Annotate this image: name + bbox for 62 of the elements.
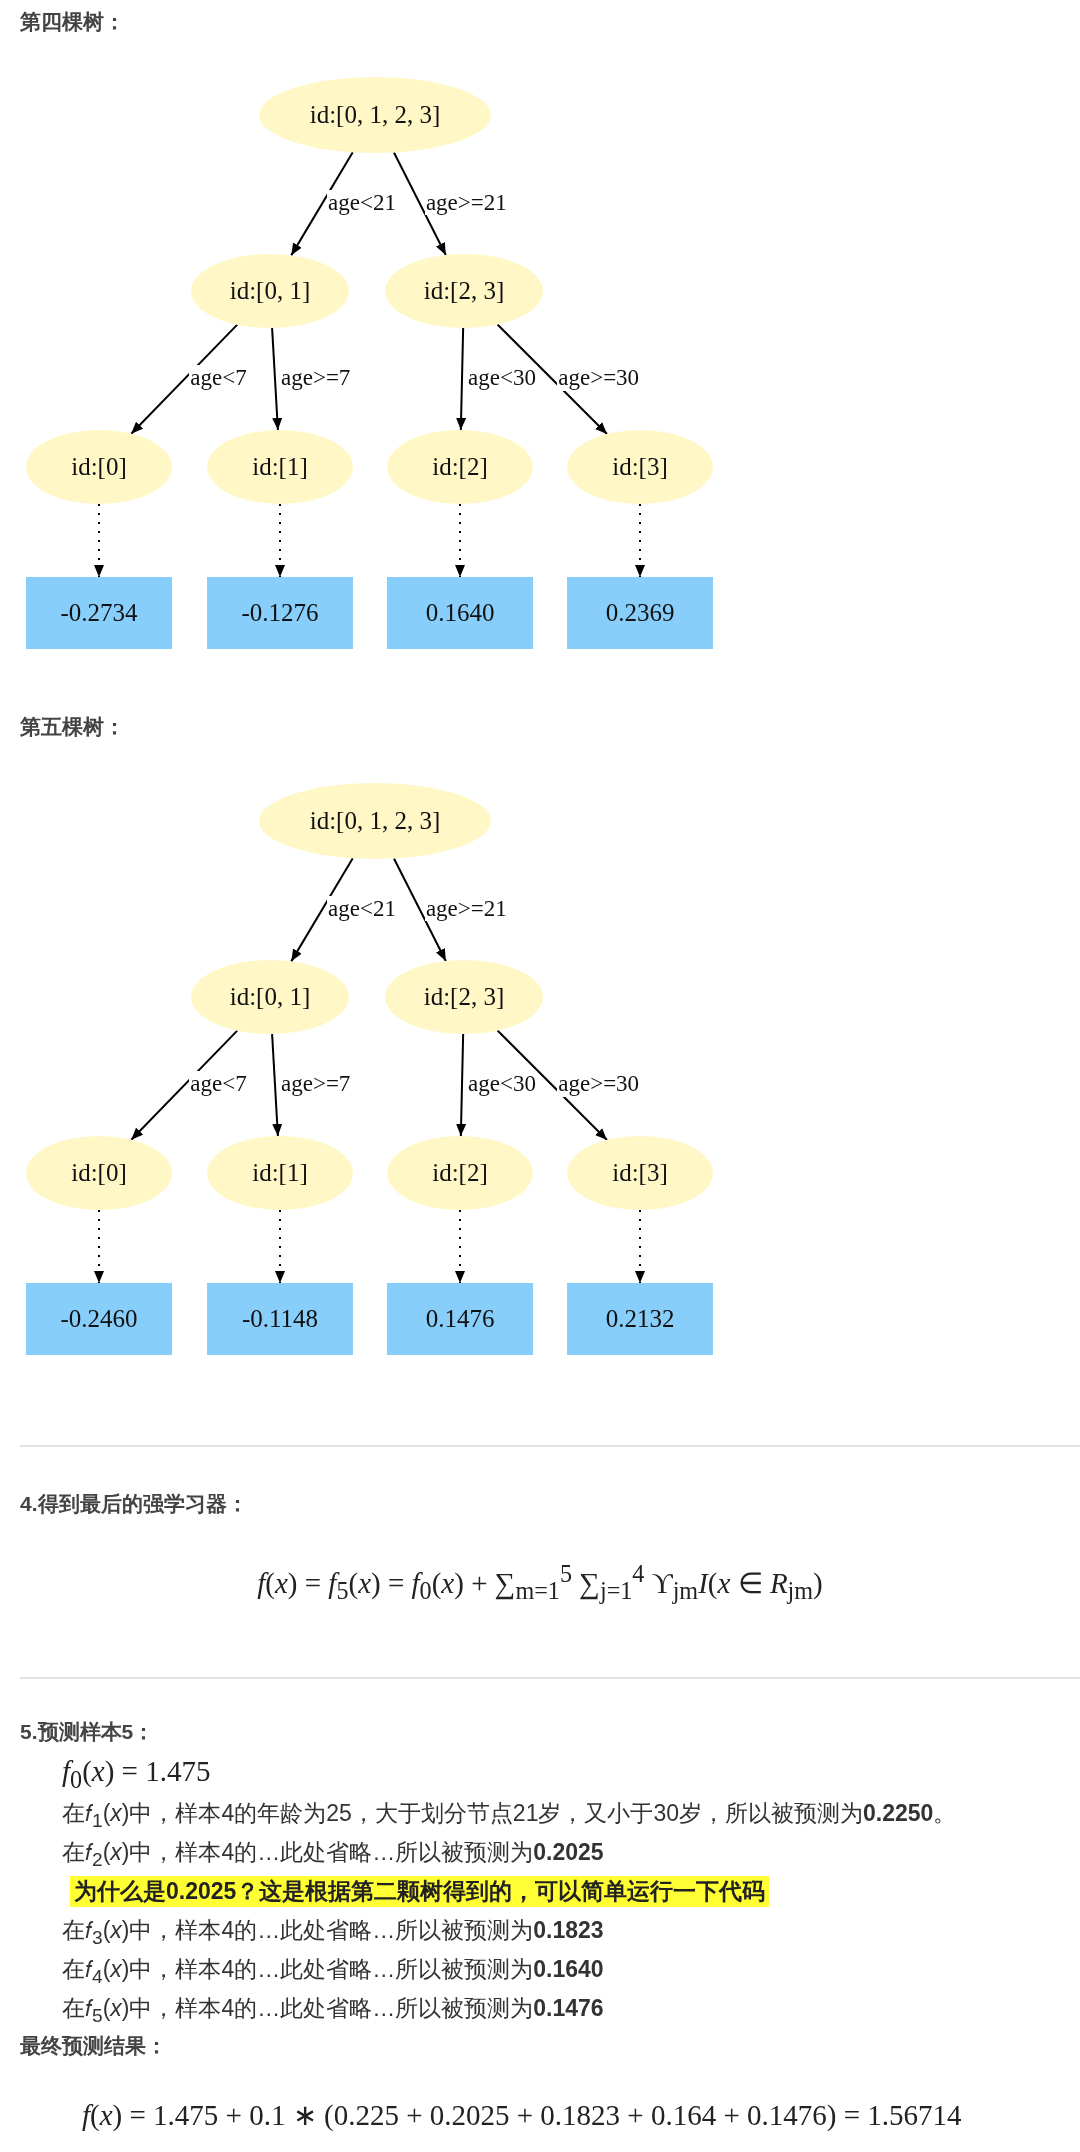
arrow <box>496 1029 608 1141</box>
dotted-arrow <box>455 1209 465 1284</box>
text-line: 在𝑓$_{2}$(x)中，样本4的…此处省略…所以被预测为0.2025 <box>62 1838 604 1871</box>
leaf-value-box: 0.1476 <box>387 1283 533 1355</box>
tree-node: id:[1] <box>207 1136 353 1210</box>
tree-node: id:[3] <box>567 1136 713 1210</box>
tree-node: id:[0, 1] <box>191 254 349 328</box>
tree-node: id:[1] <box>207 430 353 504</box>
tree-node: id:[0, 1, 2, 3] <box>259 77 491 153</box>
dotted-arrow <box>635 503 645 578</box>
arrow <box>130 1029 239 1141</box>
dotted-arrow <box>455 503 465 578</box>
section-heading: 第五棵树： <box>20 714 125 740</box>
tree-node: id:[0] <box>26 1136 172 1210</box>
edge-label: age<21 <box>327 895 397 922</box>
leaf-value-box: -0.2460 <box>26 1283 172 1355</box>
edge-label: age<7 <box>189 365 248 391</box>
text-line: 在𝑓$_{5}$(x)中，样本4的…此处省略…所以被预测为0.1476 <box>62 1994 604 2027</box>
text-line: 在𝑓$_{4}$(x)中，样本4的…此处省略…所以被预测为0.1640 <box>62 1955 604 1988</box>
formula: f$_{0}$(x) = 1.475 <box>62 1755 211 1794</box>
dotted-arrow <box>94 1209 104 1284</box>
section-heading: 5.预测样本5： <box>20 1719 155 1745</box>
arrow <box>496 323 608 435</box>
edge-label: age<30 <box>467 365 537 391</box>
tree-node: id:[3] <box>567 430 713 504</box>
dotted-arrow <box>635 1209 645 1284</box>
tree-node: id:[0, 1] <box>191 960 349 1034</box>
tree-node: id:[2] <box>387 1136 533 1210</box>
formula: f(x) = f$_{5}$(x) = f$_{0}$(x) + ∑$_{m=1}$$^{5}$ ∑$_{j=1}$$^{4}$ ϒ$_{jm}$I(x ∈ R$_{jm}$) <box>257 1560 823 1606</box>
section-heading: 最终预测结果： <box>20 2033 167 2059</box>
tree-node: id:[2, 3] <box>385 254 543 328</box>
arrow <box>290 151 354 257</box>
arrow <box>392 857 447 962</box>
arrow <box>392 151 447 256</box>
leaf-value-box: -0.2734 <box>26 577 172 649</box>
dotted-arrow <box>275 503 285 578</box>
tree-node: id:[2] <box>387 430 533 504</box>
section-heading: 第四棵树： <box>20 9 125 35</box>
arrow <box>456 1033 467 1137</box>
tree-node: id:[0, 1, 2, 3] <box>259 783 491 859</box>
highlighted-note: 为什么是0.2025？这是根据第二颗树得到的，可以简单运行一下代码 <box>70 1876 770 1907</box>
edge-label: age<7 <box>189 1071 248 1097</box>
formula: f(x) = 1.475 + 0.1 ∗ (0.225 + 0.2025 + 0.1823 + 0.164 + 0.1476) = 1.56714 <box>82 2098 962 2132</box>
leaf-value-box: 0.1640 <box>387 577 533 649</box>
dotted-arrow <box>94 503 104 578</box>
arrow <box>456 327 467 431</box>
tree-node: id:[2, 3] <box>385 960 543 1034</box>
leaf-value-box: 0.2132 <box>567 1283 713 1355</box>
dotted-arrow <box>275 1209 285 1284</box>
edge-label: age<30 <box>467 1071 537 1097</box>
leaf-value-box: 0.2369 <box>567 577 713 649</box>
text-line: 在𝑓$_{3}$(x)中，样本4的…此处省略…所以被预测为0.1823 <box>62 1916 604 1949</box>
tree-node: id:[0] <box>26 430 172 504</box>
arrow <box>290 857 354 963</box>
arrow <box>271 327 283 431</box>
leaf-value-box: -0.1148 <box>207 1283 353 1355</box>
edge-label: age<21 <box>327 189 397 216</box>
arrow <box>271 1033 283 1137</box>
leaf-value-box: -0.1276 <box>207 577 353 649</box>
section-heading: 4.得到最后的强学习器： <box>20 1491 248 1517</box>
arrow <box>130 323 239 435</box>
text-line: 在𝑓$_{1}$(x)中，样本4的年龄为25，大于划分节点21岁，又小于30岁，所以被预测为0.2250。 <box>62 1799 957 1832</box>
